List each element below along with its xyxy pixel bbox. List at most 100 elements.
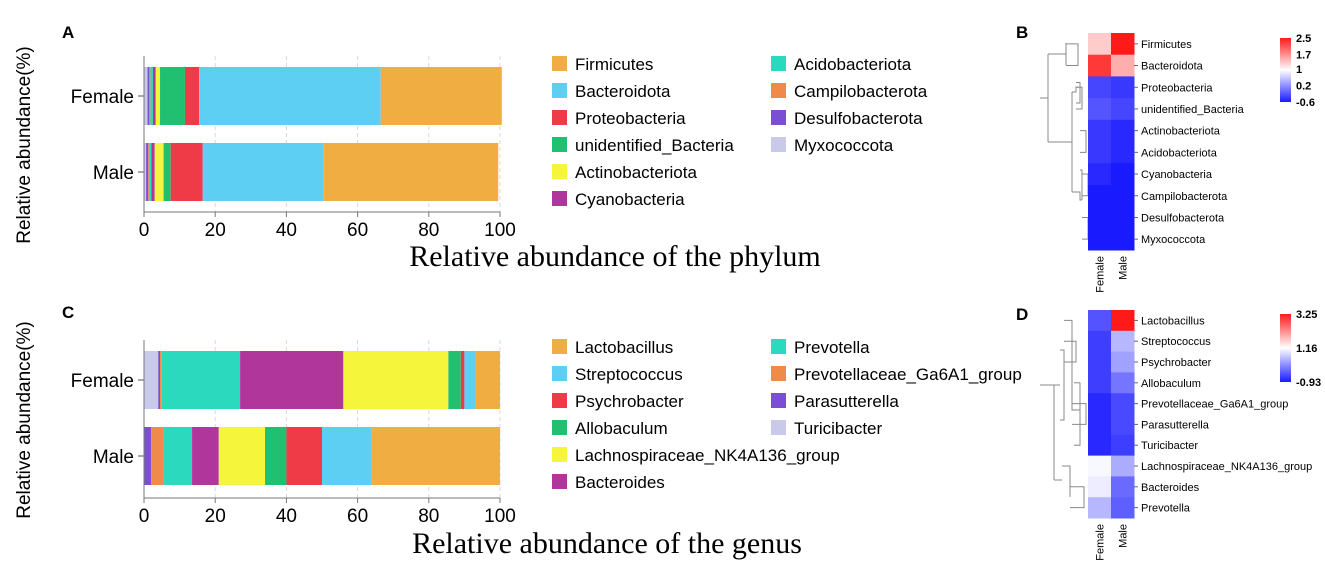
legend-label: Streptococcus <box>575 365 683 384</box>
legend-swatch <box>552 110 567 125</box>
bar-segment <box>161 351 241 409</box>
row-label: Acidobacteriota <box>1141 147 1218 159</box>
row-label: Cyanobacteria <box>1141 169 1213 181</box>
row-label: Prevotellaceae_Ga6A1_group <box>1141 399 1288 411</box>
bar-segment <box>149 67 151 125</box>
bar-segment <box>152 67 156 125</box>
heatmap-cell <box>1111 33 1135 56</box>
legend-swatch <box>771 110 786 125</box>
legend-label: unidentified_Bacteria <box>575 136 734 155</box>
legend-swatch <box>771 420 786 435</box>
colorbar-gradient <box>1280 314 1291 382</box>
dendrogram-branch <box>1060 349 1065 421</box>
legend-label: Lachnospiraceae_NK4A136_group <box>575 446 840 465</box>
heatmap-cell <box>1111 414 1135 436</box>
row-label: Streptococcus <box>1141 336 1211 348</box>
legend-label: Myxococcota <box>794 136 894 155</box>
heatmap-cell <box>1111 434 1135 457</box>
heatmap-cell <box>1088 414 1112 436</box>
heatmap-cell <box>1111 141 1135 164</box>
heatmap-cell <box>1088 206 1112 229</box>
row-labels: FirmicutesBacteroidotaProteobacteriaunid… <box>1134 39 1245 246</box>
row-label: Proteobacteria <box>1141 82 1213 94</box>
row-labels: LactobacillusStreptococcusPsychrobacterA… <box>1134 315 1312 515</box>
colorbar-tick-label: 3.25 <box>1296 309 1317 321</box>
dendrogram-branch <box>1064 340 1077 363</box>
colorbar-tick-label: 1 <box>1296 64 1302 76</box>
dendrogram-branch <box>1072 403 1087 425</box>
bar-segment <box>199 67 381 125</box>
heatmap-cell <box>1088 434 1112 457</box>
heatmap-cells <box>1088 33 1135 251</box>
colorbar-gradient <box>1280 38 1291 102</box>
heatmap-cell <box>1111 184 1135 208</box>
heatmap-cell <box>1088 351 1112 373</box>
legend-swatch <box>552 137 567 152</box>
legend-label: Actinobacteriota <box>575 163 697 182</box>
bar-segment <box>154 143 164 201</box>
legend-label: Allobaculum <box>575 419 668 438</box>
legend-label: Campilobacterota <box>794 82 928 101</box>
heatmap-cells <box>1088 310 1135 519</box>
dendrogram-branch <box>1040 384 1055 480</box>
panel-label-c: C <box>62 303 74 322</box>
legend-label: Psychrobacter <box>575 392 684 411</box>
legend-swatch <box>552 83 567 98</box>
bar-segment <box>155 67 161 125</box>
dendrogram-branch <box>1062 465 1071 497</box>
x-tick-label: 20 <box>205 220 226 241</box>
heatmap-cell <box>1111 393 1135 415</box>
bar-segment <box>380 67 502 125</box>
legend-swatch <box>552 420 567 435</box>
legend-label: Desulfobacterota <box>794 109 923 128</box>
x-tick-label: 60 <box>347 220 368 241</box>
bar-segment <box>323 143 499 201</box>
x-tick-label: 100 <box>484 506 516 527</box>
bar-segment <box>144 143 147 201</box>
x-axis-label: Relative abundance of the phylum <box>409 240 821 273</box>
bar-segment <box>265 427 287 485</box>
row-label: Desulfobacterota <box>1141 212 1225 224</box>
legend-label: Acidobacteriota <box>794 55 912 74</box>
dendrogram-branch <box>1082 216 1089 240</box>
legend-swatch <box>552 393 567 408</box>
heatmap-cell <box>1111 476 1135 498</box>
heatmap-cell <box>1111 54 1135 77</box>
heatmap-cell <box>1088 228 1112 251</box>
bar-segment <box>144 351 159 409</box>
bar-segment <box>184 67 200 125</box>
bar-segment <box>160 67 185 125</box>
panel-c: C Relative abundance(%) Relative abundan… <box>14 303 1022 560</box>
dendrogram-branch <box>1064 319 1080 411</box>
bar-segment <box>475 351 500 409</box>
legend-swatch <box>552 191 567 206</box>
y-axis-label: Relative abundance(%) <box>14 321 35 519</box>
row-label: Parasutterella <box>1141 419 1210 431</box>
legend-label: Proteobacteria <box>575 109 686 128</box>
heatmap-cell <box>1111 372 1135 394</box>
row-label: Psychrobacter <box>1141 357 1212 369</box>
dendrogram-branch <box>1080 169 1083 200</box>
x-tick-label: 40 <box>276 506 297 527</box>
heatmap-cell <box>1088 141 1112 164</box>
legend: LactobacillusStreptococcusPsychrobacterA… <box>552 338 1022 492</box>
heatmap-cell <box>1111 351 1135 373</box>
bar-segment <box>163 143 171 201</box>
heatmap-cell <box>1088 54 1112 77</box>
y-tick-label: Male <box>93 163 134 184</box>
heatmap-cell <box>1111 163 1135 186</box>
x-tick-label: 60 <box>347 506 368 527</box>
legend-label: Prevotella <box>794 338 870 357</box>
heatmap-cell <box>1088 163 1112 186</box>
legend-swatch <box>771 56 786 71</box>
colorbar-tick-label: 0.2 <box>1296 80 1311 92</box>
bar-segment <box>192 427 219 485</box>
heatmap-cell <box>1111 76 1135 99</box>
dendrogram-branch <box>1066 43 1079 67</box>
row-label: Prevotella <box>1141 503 1191 515</box>
bar-segment <box>149 143 152 201</box>
heatmap-cell <box>1111 98 1135 121</box>
